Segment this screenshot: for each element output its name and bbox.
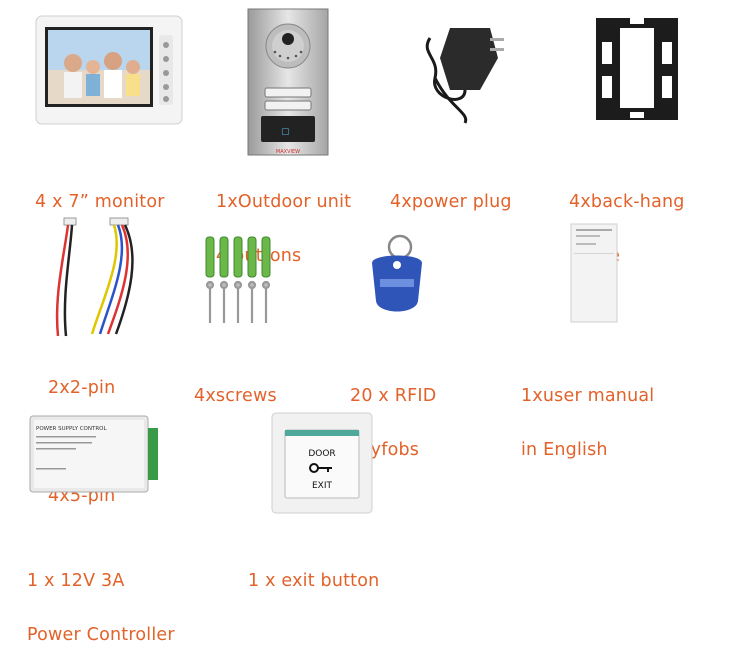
power-plug-image xyxy=(410,18,510,128)
outdoor-unit-brand: MAXVIEW xyxy=(276,149,300,155)
screws-caption-line: 4xscrews xyxy=(194,386,277,406)
back-hang-plate-image xyxy=(592,14,682,124)
screws-image xyxy=(200,233,280,325)
power-controller-caption-line-1: 1 x 12V 3A xyxy=(27,571,125,591)
outdoor-unit-image: ▢ MAXVIEW xyxy=(247,8,329,156)
exit-button-caption: 1 x exit button xyxy=(248,536,379,608)
power-plug-caption: 4xpower plug xyxy=(390,157,512,229)
user-manual-caption-line-2: in English xyxy=(521,440,608,460)
back-hang-plate-caption-line-1: 4xback-hang xyxy=(569,192,685,212)
power-controller-label: POWER SUPPLY CONTROL xyxy=(36,426,108,432)
user-manual-caption-line-1: 1xuser manual xyxy=(521,386,655,406)
monitor-caption: 4 x 7” monitor xyxy=(35,157,165,229)
cables-image xyxy=(44,216,144,340)
power-controller-caption: 1 x 12V 3A Power Controller xyxy=(27,536,175,662)
rfid-keyfob-image xyxy=(362,233,432,321)
exit-button-top-text: DOOR xyxy=(308,449,335,459)
exit-button-bottom-text: EXIT xyxy=(312,481,333,491)
cables-caption-line-1: 2x2-pin xyxy=(48,378,116,398)
power-controller-image: POWER SUPPLY CONTROL xyxy=(28,412,160,496)
screws-caption: 4xscrews xyxy=(194,351,277,423)
exit-button-image: DOOR EXIT xyxy=(271,412,373,514)
user-manual-caption: 1xuser manual in English xyxy=(521,351,654,477)
power-plug-caption-line: 4xpower plug xyxy=(390,192,512,212)
monitor-image xyxy=(35,15,183,125)
exit-button-caption-line: 1 x exit button xyxy=(248,571,380,591)
rfid-keyfobs-caption-line-1: 20 x RFID xyxy=(350,386,437,406)
user-manual-image xyxy=(570,223,618,323)
svg-text:▢: ▢ xyxy=(281,127,290,137)
monitor-caption-line: 4 x 7” monitor xyxy=(35,192,165,212)
power-controller-caption-line-2: Power Controller xyxy=(27,625,175,645)
outdoor-unit-caption-line-1: 1xOutdoor unit xyxy=(216,192,352,212)
key-icon xyxy=(309,463,332,473)
